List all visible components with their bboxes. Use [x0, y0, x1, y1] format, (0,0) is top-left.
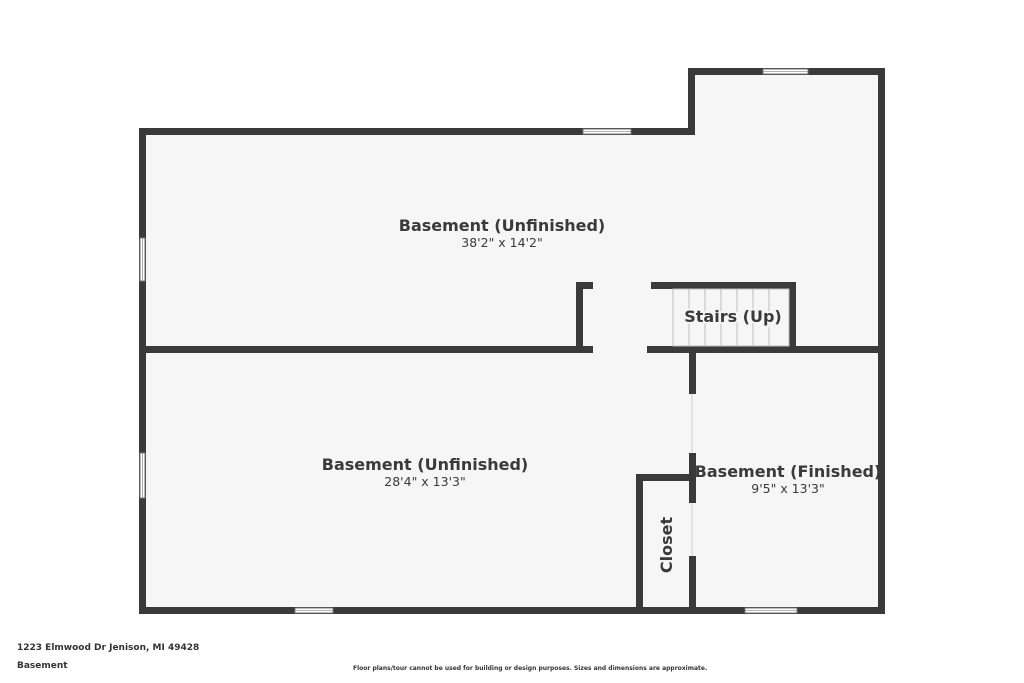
upper-basement-dims: 38'2" x 14'2" [461, 235, 542, 250]
floor-area [143, 72, 881, 611]
finished-basement-name: Basement (Finished) [695, 462, 882, 481]
lower-basement-dims: 28'4" x 13'3" [384, 474, 465, 489]
stairs-label: Stairs (Up) [684, 307, 782, 326]
finished-basement-dims: 9'5" x 13'3" [751, 481, 824, 496]
upper-basement-name: Basement (Unfinished) [399, 216, 605, 235]
closet-label: Closet [657, 517, 676, 574]
floor-level-label: Basement [17, 661, 68, 671]
interior-walls [143, 282, 881, 611]
lower-basement-name: Basement (Unfinished) [322, 455, 528, 474]
disclaimer-text: Floor plans/tour cannot be used for buil… [353, 665, 708, 672]
property-address: 1223 Elmwood Dr Jenison, MI 49428 [17, 643, 200, 653]
